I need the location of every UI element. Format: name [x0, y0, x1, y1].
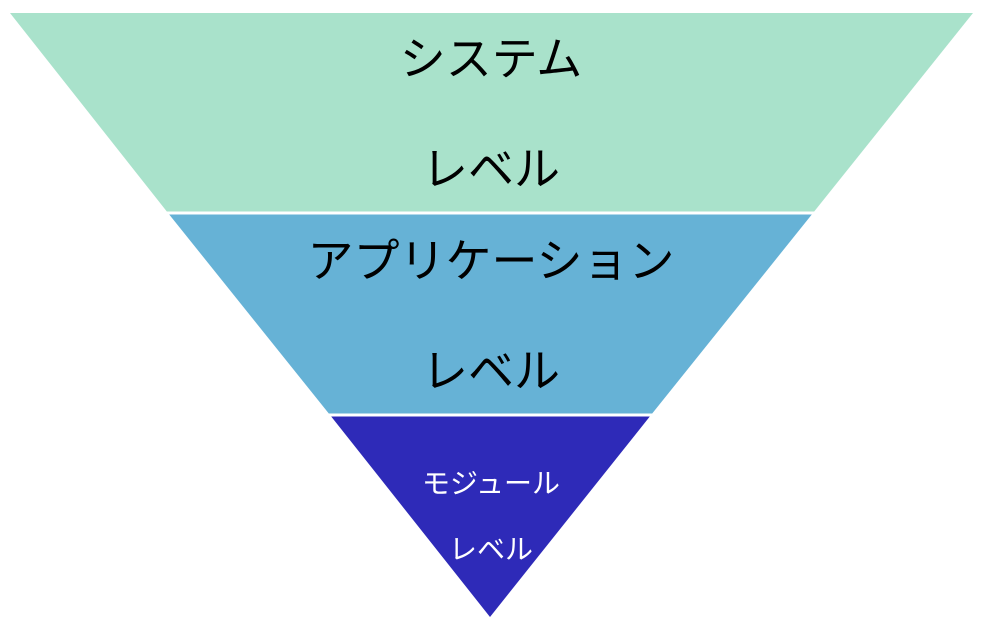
module-level-title: モジュール	[421, 467, 561, 500]
module-level-layer	[330, 415, 651, 617]
application-level-layer	[168, 213, 813, 415]
system-level-title: システム	[399, 32, 583, 86]
module-level-subtitle: レベル	[448, 533, 533, 566]
application-level-title: アプリケーション	[307, 234, 675, 288]
system-level-subtitle: レベル	[422, 142, 560, 196]
application-level-subtitle: レベル	[422, 344, 560, 398]
system-level-layer	[10, 13, 973, 213]
